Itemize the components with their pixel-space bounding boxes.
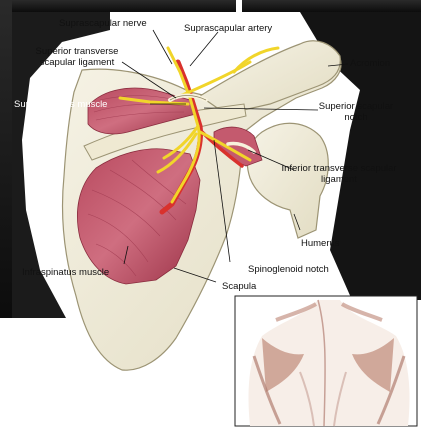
label-inferior-transverse-scapular-ligament: Inferior transverse scapular ligament bbox=[276, 163, 402, 185]
inset-back-illustration bbox=[235, 296, 417, 426]
label-superior-scapular-notch: Superior scapular notch bbox=[316, 101, 396, 123]
label-humerus: Humerus bbox=[301, 238, 340, 249]
label-infraspinatus-muscle: Infraspinatus muscle bbox=[22, 267, 109, 278]
label-suprascapular-artery: Suprascapular artery bbox=[184, 23, 272, 34]
label-suprascapular-nerve: Suprascapular nerve bbox=[59, 18, 147, 29]
label-supraspinatus-muscle: Supraspinatus muscle bbox=[14, 99, 107, 110]
label-spinoglenoid-notch: Spinoglenoid notch bbox=[248, 264, 329, 275]
label-acromion: Acromion bbox=[350, 58, 390, 69]
label-superior-transverse-scapular-ligament: Superior transverse scapular ligament bbox=[26, 46, 128, 68]
label-scapula: Scapula bbox=[222, 281, 256, 292]
